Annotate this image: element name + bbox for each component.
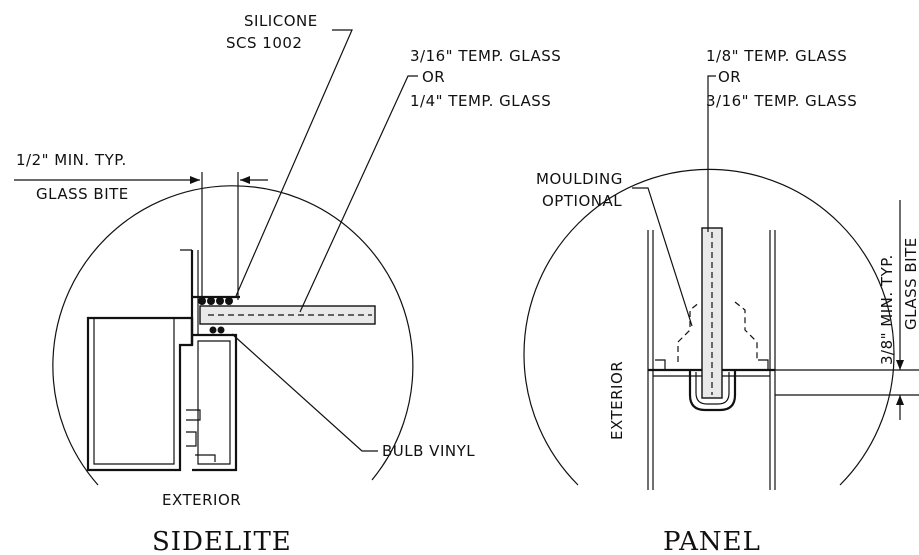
sidelite-glass-leader [299,75,418,313]
panel-glass-or: OR [718,68,741,86]
panel-moulding-outline [677,301,758,362]
panel-detail: 1/8" TEMP. GLASS OR 3/16" TEMP. GLASS MO… [523,47,919,555]
panel-exterior-label: EXTERIOR [608,361,626,440]
panel-glass-label-1: 1/8" TEMP. GLASS [706,47,847,65]
sidelite-glass-or: OR [422,68,445,86]
panel-moulding-leader [632,187,693,327]
panel-bite-label-2: GLASS BITE [902,237,919,330]
panel-glass-leader [707,75,716,232]
panel-moulding-label-1: MOULDING [536,170,623,188]
panel-u-channel [688,370,737,412]
sidelite-bite-label-2: GLASS BITE [36,185,129,203]
sidelite-silicone-leader [235,29,353,297]
panel-caption: PANEL [663,527,761,555]
sidelite-detail-circle [52,185,414,486]
sidelite-glass-label-2: 1/4" TEMP. GLASS [410,92,551,110]
sidelite-silicone-beads [198,297,233,305]
panel-glass-label-2: 3/16" TEMP. GLASS [706,92,857,110]
sidelite-detail: 1/2" MIN. TYP. GLASS BITE SILICONE SCS 1… [14,12,561,555]
sidelite-glass [199,305,376,325]
sidelite-silicone-label-1: SILICONE [244,12,318,30]
sidelite-frame-profile [86,316,194,472]
sidelite-exterior-label: EXTERIOR [162,491,241,509]
sidelite-bulb-label: BULB VINYL [382,442,475,460]
sidelite-glass-label-1: 3/16" TEMP. GLASS [410,47,561,65]
sidelite-silicone-label-2: SCS 1002 [226,34,302,52]
sidelite-bite-label-1: 1/2" MIN. TYP. [16,151,127,169]
sidelite-bulb-leader [231,333,378,452]
panel-detail-circle [523,168,895,486]
sidelite-bulb-vinyl [209,326,225,334]
panel-bite-label-1: 3/8" MIN. TYP. [878,254,896,365]
panel-moulding-label-2: OPTIONAL [542,192,622,210]
sidelite-caption: SIDELITE [152,527,292,555]
sidelite-stop-profile [192,333,238,472]
